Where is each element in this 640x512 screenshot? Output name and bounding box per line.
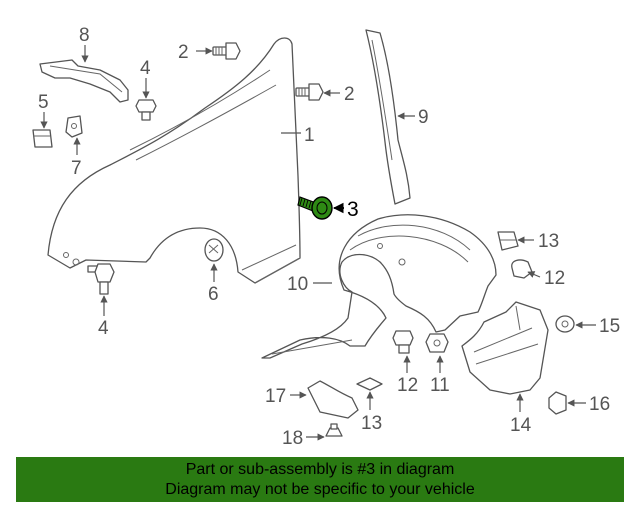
callout-4b: 4 xyxy=(98,318,109,339)
seal-strip-part-9 xyxy=(365,29,411,205)
callout-9: 9 xyxy=(418,107,429,128)
support-bracket-part-8 xyxy=(39,59,129,103)
callout-12a: 12 xyxy=(397,375,418,396)
retainer-part-13b xyxy=(356,377,383,391)
push-retainer-part-18 xyxy=(325,423,343,437)
callout-labels: 1 2 2 3 4 4 5 6 7 8 9 10 11 12 12 13 13 … xyxy=(38,25,620,449)
deflector-part-17 xyxy=(307,380,359,419)
stud-part-4a xyxy=(135,99,157,121)
callout-4a: 4 xyxy=(140,58,151,79)
callout-3: 3 xyxy=(347,198,359,221)
wheelhouse-liner-part-10 xyxy=(261,214,497,359)
callout-14: 14 xyxy=(510,415,532,436)
callout-2a: 2 xyxy=(178,42,189,63)
highlighted-bolt-part-3 xyxy=(297,196,333,220)
banner-line-1: Part or sub-assembly is #3 in diagram xyxy=(185,461,455,478)
callout-12b: 12 xyxy=(544,268,565,289)
callout-11: 11 xyxy=(430,375,450,396)
stud-part-4b xyxy=(87,263,115,295)
bolt-part-12a xyxy=(392,330,414,354)
callout-13a: 13 xyxy=(538,231,559,252)
bolt-part-2a xyxy=(212,42,241,60)
callout-7: 7 xyxy=(71,158,82,179)
info-banner: Part or sub-assembly is #3 in diagram Di… xyxy=(16,457,624,502)
callout-6: 6 xyxy=(208,284,219,305)
splash-shield-part-14 xyxy=(461,301,549,395)
grommet-part-15 xyxy=(555,315,575,333)
bolt-part-2b xyxy=(295,83,324,101)
banner-line-2: Diagram may not be specific to your vehi… xyxy=(165,481,475,498)
callout-16: 16 xyxy=(589,394,610,415)
grommet-part-6 xyxy=(204,238,224,262)
push-pin-part-16 xyxy=(548,391,567,415)
callout-15: 15 xyxy=(599,316,620,337)
leader-lines xyxy=(40,45,596,441)
bracket-part-7 xyxy=(65,115,83,138)
fender-part xyxy=(47,37,301,284)
callout-5: 5 xyxy=(38,92,49,113)
clip-part-5 xyxy=(32,129,53,148)
nut-part-11 xyxy=(425,333,449,353)
callout-2b: 2 xyxy=(344,84,355,105)
callout-8: 8 xyxy=(79,25,90,46)
callout-13b: 13 xyxy=(361,413,382,434)
callout-10: 10 xyxy=(287,274,308,295)
parts-diagram: 1 2 2 3 4 4 5 6 7 8 9 10 11 12 12 13 13 … xyxy=(32,25,620,449)
callout-18: 18 xyxy=(282,428,303,449)
callout-1: 1 xyxy=(304,125,315,146)
callout-17: 17 xyxy=(265,386,286,407)
retainer-part-13a xyxy=(497,231,519,251)
clip-part-12b xyxy=(511,259,533,279)
